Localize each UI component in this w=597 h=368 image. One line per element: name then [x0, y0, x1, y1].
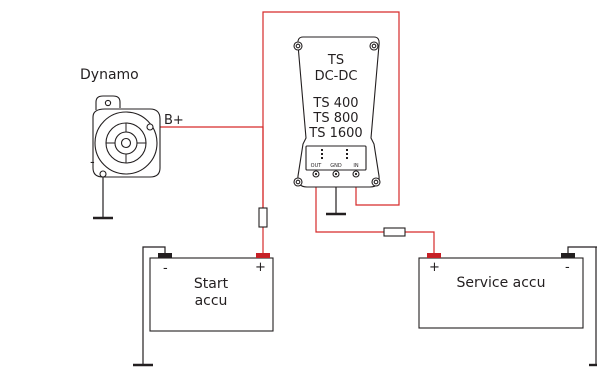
start-plus-label: + [255, 260, 266, 275]
terminal-in-label: IN [353, 163, 358, 169]
dynamo-label: Dynamo [80, 67, 139, 83]
service-battery: + - Service accu [418, 253, 584, 329]
dynamo-terminal-plus-label: B+ [164, 113, 184, 128]
converter-model-2: TS 800 [312, 111, 358, 126]
wire-dynamo-to-start-plus [150, 126, 264, 208]
led-indicators [321, 149, 348, 159]
start-terminal-minus [158, 253, 172, 258]
wire-converter-out-to-service-plus [315, 177, 384, 233]
service-minus-label: - [565, 260, 570, 275]
terminal-out-label: OUT [311, 163, 323, 169]
negative-wires [93, 177, 597, 367]
converter-name: TS [327, 53, 344, 68]
service-plus-label: + [429, 260, 440, 275]
converter-model-1: TS 400 [312, 96, 358, 111]
start-battery-label-2: accu [195, 293, 228, 309]
start-battery: - + Start accu [149, 253, 274, 332]
service-terminal-minus [561, 253, 575, 258]
converter-model-3: TS 1600 [308, 126, 362, 141]
service-terminal-plus [427, 253, 441, 258]
dynamo: Dynamo B+ - [80, 67, 184, 178]
positive-wires [150, 11, 435, 254]
terminal-panel [305, 145, 367, 171]
converter-type: DC-DC [315, 69, 358, 84]
start-terminal-plus [256, 253, 270, 258]
dynamo-terminal-plus [146, 123, 154, 131]
wire-start-plus-to-converter-in [262, 11, 400, 208]
dynamo-terminal-minus-label: - [90, 155, 95, 170]
wire-fuse2-to-service-plus [405, 231, 435, 254]
dc-dc-converter: TS DC-DC TS 400 TS 800 TS 1600 OUT GND I… [293, 36, 381, 188]
fuse-start [258, 207, 268, 228]
terminal-gnd-label: GND [330, 163, 342, 169]
dynamo-terminal-minus [99, 170, 107, 178]
fuse-service [383, 227, 406, 237]
start-minus-label: - [163, 261, 168, 276]
service-battery-label: Service accu [456, 275, 545, 291]
start-battery-label-1: Start [194, 276, 229, 292]
